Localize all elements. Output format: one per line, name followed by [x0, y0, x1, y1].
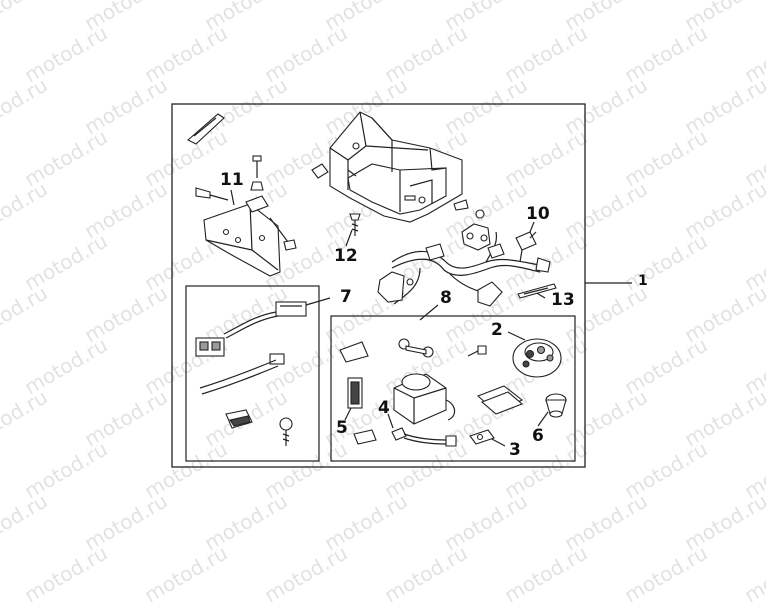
leader-2: [507, 331, 526, 341]
group-7-parts: [195, 301, 307, 446]
callout-1: 1: [638, 273, 648, 289]
group-8-box: [330, 315, 576, 462]
callout-13: 13: [551, 290, 575, 310]
leader-7: [305, 297, 331, 306]
control-unit-part: [393, 373, 456, 425]
diagram-drawing: [171, 103, 632, 468]
tray-bracket-part: [311, 111, 469, 223]
bracket-11-part: [195, 155, 297, 277]
led-4-part: [391, 427, 457, 447]
screw-12-part: [349, 213, 361, 236]
callout-3: 3: [509, 440, 521, 460]
sensor-5-part: [347, 377, 363, 409]
callout-7: 7: [340, 287, 352, 307]
clamp-part: [461, 209, 491, 251]
leader-4: [387, 413, 394, 429]
grommet-6-part: [545, 393, 567, 418]
connector-10-part: [515, 231, 537, 263]
leader-11: [230, 189, 235, 206]
strap-13-part: [517, 283, 557, 299]
callout-6: 6: [532, 426, 544, 446]
leader-8: [419, 304, 439, 321]
group-7-box: [185, 285, 320, 462]
outer-frame: [171, 103, 586, 468]
callout-2: 2: [491, 320, 503, 340]
callout-8: 8: [440, 288, 452, 308]
manual-part: [476, 385, 524, 415]
group-8-parts: [339, 338, 567, 447]
wedge-strip-part: [187, 113, 225, 145]
callout-4: 4: [378, 398, 390, 418]
callout-5: 5: [336, 418, 348, 438]
remote-2-part: [512, 338, 562, 378]
callout-10: 10: [526, 204, 550, 224]
callout-11: 11: [220, 170, 244, 190]
key-part: [398, 338, 434, 358]
leader-12: [345, 229, 353, 247]
wire-harness-part: [377, 231, 551, 307]
leader-6: [537, 411, 549, 427]
clip-3-part: [469, 429, 495, 445]
leader-3: [489, 437, 506, 447]
callout-12: 12: [334, 246, 358, 266]
